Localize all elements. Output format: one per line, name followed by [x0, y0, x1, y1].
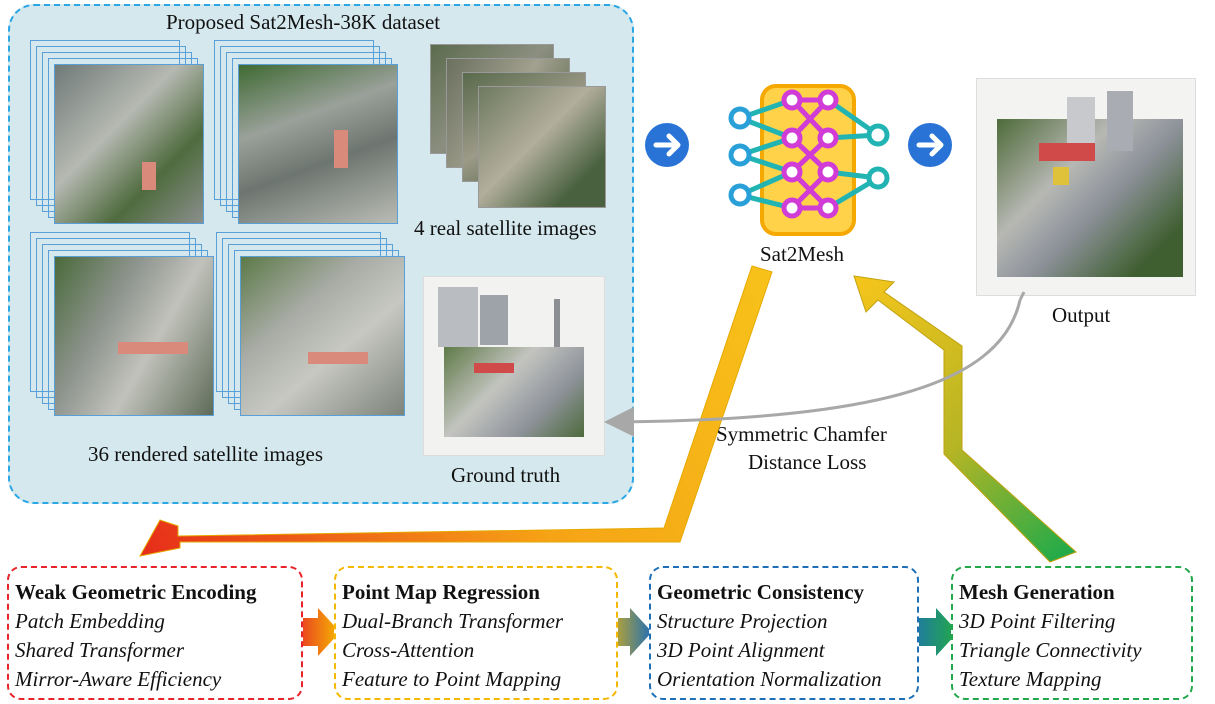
stage-weak-geometric-encoding: Weak Geometric Encoding Patch Embedding …	[7, 566, 303, 700]
right-arrow-icon	[645, 123, 689, 167]
rendered-stack-2	[214, 40, 414, 230]
loss-label-line1: Symmetric Chamfer	[716, 422, 887, 446]
stage-item: Structure Projection	[657, 609, 828, 633]
stage-title: Geometric Consistency	[657, 580, 865, 604]
stage-title: Point Map Regression	[342, 580, 540, 604]
stage-item: Feature to Point Mapping	[342, 667, 562, 691]
stage-item: Dual-Branch Transformer	[342, 609, 564, 633]
stage-point-map-regression: Point Map Regression Dual-Branch Transfo…	[334, 566, 618, 700]
output-caption: Output	[1052, 303, 1111, 327]
ground-truth-image	[423, 276, 605, 456]
stage-geometric-consistency: Geometric Consistency Structure Projecti…	[649, 566, 919, 700]
stage-item: Cross-Attention	[342, 638, 475, 662]
stage-item: 3D Point Filtering	[959, 609, 1116, 633]
gt-caption: Ground truth	[451, 463, 561, 487]
stage-arrow-3	[906, 608, 958, 656]
rendered-stack-1	[30, 40, 210, 230]
feedback-arrow-to-encoder	[139, 265, 773, 557]
real-satellite-stack	[430, 44, 610, 214]
rendered-stack-4	[216, 232, 416, 422]
output-image	[976, 78, 1196, 296]
stage-item: Patch Embedding	[15, 609, 165, 633]
right-arrow-icon	[908, 123, 952, 167]
rendered-stack-3	[30, 232, 220, 422]
neural-network-icon	[728, 84, 890, 236]
upward-arrow-to-model	[853, 275, 1077, 563]
stage-item: 3D Point Alignment	[657, 638, 825, 662]
model-name: Sat2Mesh	[760, 242, 844, 266]
stage-item: Texture Mapping	[959, 667, 1102, 691]
stage-title: Weak Geometric Encoding	[15, 580, 257, 604]
chamfer-loss-arrow	[604, 299, 1022, 437]
loss-label-line2: Distance Loss	[748, 450, 867, 474]
stage-title: Mesh Generation	[959, 580, 1115, 604]
dataset-title: Proposed Sat2Mesh-38K dataset	[166, 10, 441, 34]
stage-item: Orientation Normalization	[657, 667, 882, 691]
real-caption: 4 real satellite images	[414, 216, 597, 240]
rendered-caption: 36 rendered satellite images	[88, 442, 323, 466]
stage-item: Shared Transformer	[15, 638, 184, 662]
stage-mesh-generation: Mesh Generation 3D Point Filtering Trian…	[951, 566, 1193, 700]
stage-item: Mirror-Aware Efficiency	[15, 667, 222, 691]
stage-item: Triangle Connectivity	[959, 638, 1142, 662]
